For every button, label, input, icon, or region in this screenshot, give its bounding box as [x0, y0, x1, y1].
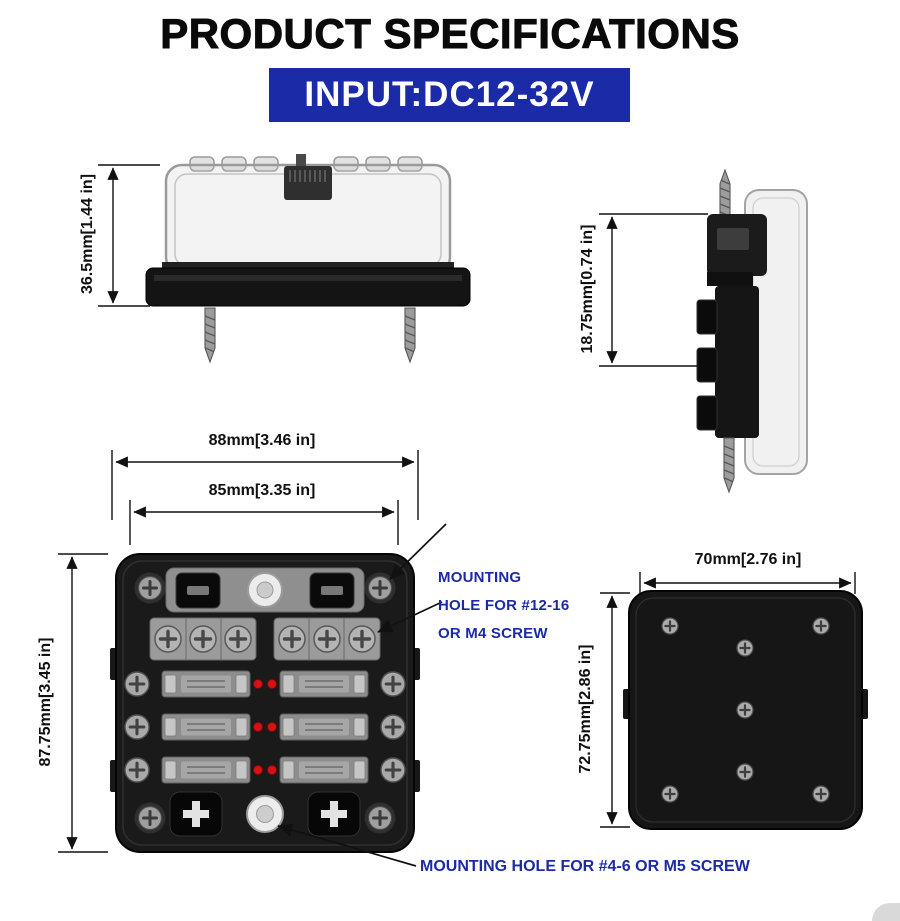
- mounting-clip: [707, 214, 767, 286]
- terminal-strip-right: [273, 617, 381, 661]
- dim-label-width-outer: 88mm[3.46 in]: [208, 432, 316, 449]
- dim-width-85: [129, 500, 399, 545]
- input-voltage-banner: INPUT:DC12-32V: [269, 68, 630, 122]
- negative-terminal: [309, 572, 355, 609]
- dim-label-side-height: 36.5mm[1.44 in]: [79, 173, 96, 295]
- note-line-2: HOLE FOR #12-16: [438, 597, 570, 614]
- dim-label-width-inner: 85mm[3.35 in]: [208, 482, 316, 499]
- power-stud: [247, 572, 283, 608]
- bottom-view-drawing: [623, 590, 868, 830]
- corner-artifact: [872, 903, 900, 921]
- protective-cover: [164, 154, 452, 275]
- bottom-terminal-row: [169, 791, 361, 837]
- dim-width-88: [111, 450, 419, 520]
- dim-label-top-height: 87.75mm[3.45 in]: [37, 637, 54, 767]
- dim-label-clip-height: 18.75mm[0.74 in]: [579, 224, 596, 354]
- input-voltage-label: INPUT:DC12-32V: [304, 75, 595, 114]
- dim-label-bottom-width: 70mm[2.76 in]: [694, 551, 802, 568]
- leader-to-center-stud: [277, 823, 417, 867]
- page-title: PRODUCT SPECIFICATIONS: [160, 10, 740, 58]
- mounting-stud-m5: [246, 795, 284, 833]
- dim-height-72: [600, 592, 630, 828]
- dim-height-87: [58, 553, 108, 853]
- fuse-box-base: [145, 262, 471, 307]
- note-line-1: MOUNTING: [438, 569, 522, 586]
- mounting-hole-m5-note: MOUNTING HOLE FOR #4-6 OR M5 SCREW: [420, 858, 750, 875]
- positive-terminal: [169, 791, 223, 837]
- fuse-box-body-side: [696, 286, 759, 438]
- negative-terminal: [175, 572, 221, 609]
- dim-clip-height: [599, 213, 708, 367]
- cover-latch: [284, 154, 332, 200]
- side-view-drawing: [145, 154, 471, 363]
- positive-terminal: [307, 791, 361, 837]
- dim-width-70: [639, 572, 856, 594]
- top-view-drawing: [110, 553, 420, 853]
- leader-to-terminal: [377, 601, 443, 633]
- note-line-3: OR M4 SCREW: [438, 625, 548, 642]
- terminal-strip-left: [149, 617, 257, 661]
- edge-view-drawing: [696, 169, 808, 493]
- dim-side-height: [98, 164, 160, 307]
- mounting-hole-m4-note: MOUNTING HOLE FOR #12-16 OR M4 SCREW: [438, 564, 618, 648]
- top-terminal-row: [165, 567, 365, 613]
- leader-arrows: [277, 523, 447, 867]
- leader-to-corner-hole: [389, 523, 447, 580]
